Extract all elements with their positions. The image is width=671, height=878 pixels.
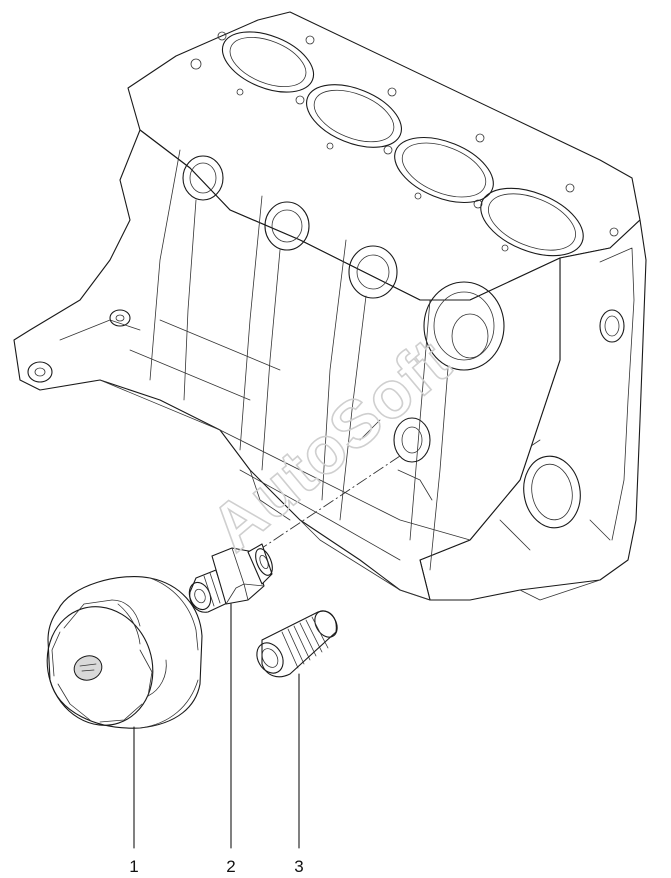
union-fitting: [188, 543, 273, 613]
cylinder-bore-2: [306, 84, 402, 148]
oil-filter: [46, 576, 203, 729]
callout-leaders: [133, 603, 300, 849]
block-core-plug: [599, 309, 625, 343]
rear-seal-bore: [523, 455, 581, 529]
main-bearing-saddles: [182, 155, 505, 371]
mount-lug-left: [27, 361, 53, 383]
cylinder-bore-1: [221, 31, 315, 93]
cylinder-bore-3: [394, 136, 494, 204]
filter-logo-badge: [73, 655, 103, 681]
engine-block: [13, 11, 647, 601]
callout-number-3: 3: [294, 857, 303, 876]
callout-number-2: 2: [226, 857, 235, 876]
callout-number-1: 1: [129, 857, 138, 876]
filter-mount-pad: [393, 417, 431, 463]
filter-end-cap: [46, 606, 154, 726]
front-crank-bore: [423, 281, 505, 371]
cylinder-bore-4: [480, 187, 584, 257]
threaded-nipple: [256, 610, 338, 678]
block-side-face: [13, 129, 561, 601]
assembly-axis: [249, 455, 401, 557]
